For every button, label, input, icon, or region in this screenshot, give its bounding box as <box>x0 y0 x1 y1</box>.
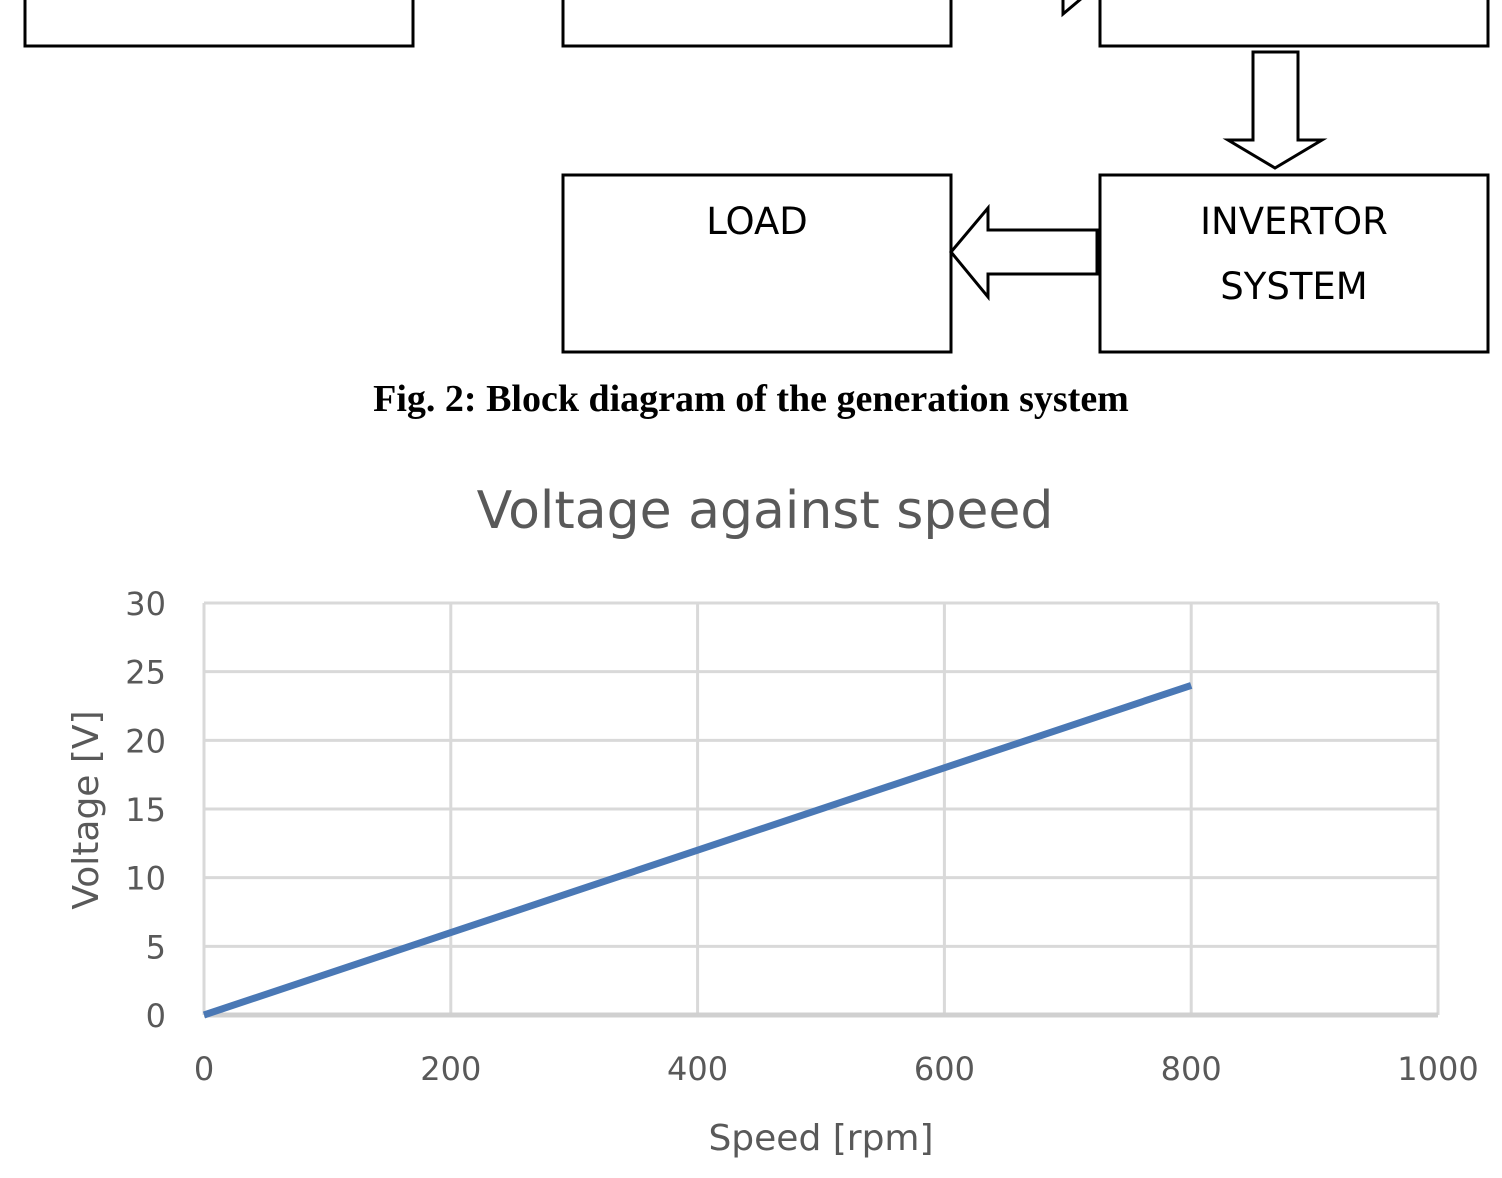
block-load <box>561 173 953 354</box>
block-load-label: LOAD <box>706 200 808 243</box>
y-axis-title: Voltage [V] <box>66 710 107 909</box>
block-top-right <box>1098 0 1490 48</box>
block-inverter-label-line1: INVERTOR <box>1200 200 1388 243</box>
x-axis-title: Speed [rpm] <box>708 1118 933 1159</box>
x-tick-label-3: 600 <box>914 1050 975 1088</box>
y-tick-label-4: 20 <box>125 722 166 760</box>
arrow-down <box>1222 50 1328 170</box>
block-diagram: LOAD INVERTOR SYSTEM <box>23 0 1490 354</box>
y-tick-label-5: 25 <box>125 654 166 692</box>
series-line-0 <box>202 682 1193 1019</box>
chart-ticks: 0 200 400 600 800 1000 0 5 10 15 20 25 30 <box>125 585 1478 1088</box>
partial-arrow-top <box>1061 0 1082 18</box>
block-top-middle <box>561 0 953 48</box>
arrow-left <box>949 203 1099 302</box>
chart-grid <box>202 601 1440 1015</box>
x-tick-label-1: 200 <box>420 1050 481 1088</box>
chart-title: Voltage against speed <box>477 481 1054 541</box>
y-tick-label-6: 30 <box>125 585 166 623</box>
x-tick-label-4: 800 <box>1161 1050 1222 1088</box>
chart-series <box>202 682 1193 1019</box>
y-tick-label-2: 10 <box>125 860 166 898</box>
x-tick-label-0: 0 <box>194 1050 214 1088</box>
block-inverter <box>1098 173 1490 354</box>
y-tick-label-1: 5 <box>146 928 166 966</box>
block-top-left <box>23 0 415 48</box>
y-tick-label-3: 15 <box>125 791 166 829</box>
x-tick-label-5: 1000 <box>1397 1050 1478 1088</box>
block-inverter-label-line2: SYSTEM <box>1220 265 1367 308</box>
x-tick-label-2: 400 <box>667 1050 728 1088</box>
figure-caption: Fig. 2: Block diagram of the generation … <box>373 378 1129 420</box>
y-tick-label-0: 0 <box>146 997 166 1035</box>
